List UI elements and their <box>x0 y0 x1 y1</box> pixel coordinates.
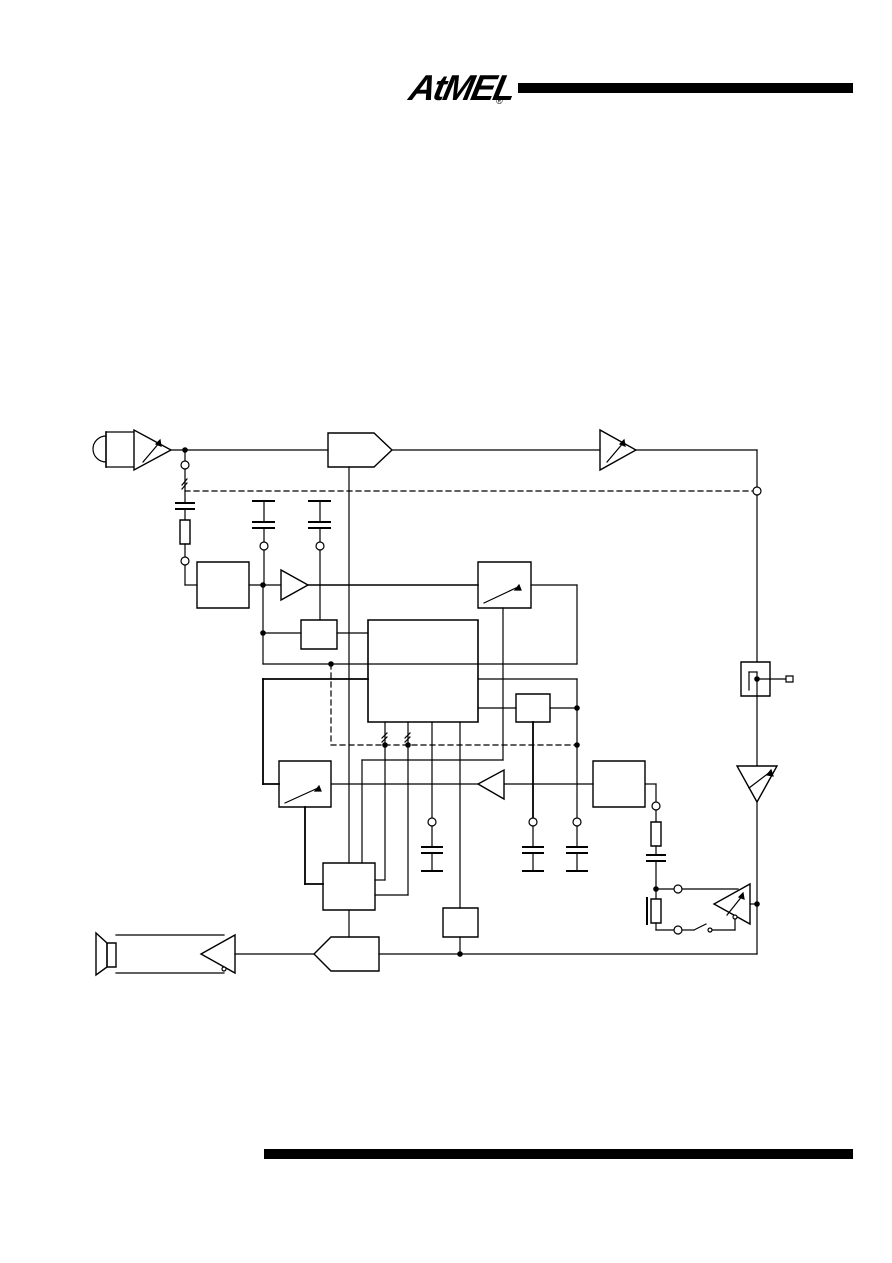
hook-switch <box>694 924 706 930</box>
supply-block <box>443 908 478 937</box>
earpiece-driver-amplifier <box>737 766 777 802</box>
microphone-icon <box>93 432 133 467</box>
control-block-small <box>301 620 337 649</box>
control-logic-block <box>368 620 478 722</box>
reference-block <box>516 694 550 722</box>
receive-amplifier <box>478 770 504 799</box>
loudspeaker-icon <box>96 933 224 975</box>
microphone-amplifier <box>134 430 171 470</box>
line-interface-amplifier <box>714 884 750 924</box>
transmit-amplifier <box>328 433 392 467</box>
dtmf-generator <box>323 863 375 910</box>
receive-output-pentagon <box>314 937 379 971</box>
footer-rule <box>264 1149 853 1159</box>
atmel-logo: AtMEL ® <box>406 67 519 112</box>
transmit-output-amplifier <box>600 430 636 470</box>
input-block <box>197 562 249 608</box>
registered-mark: ® <box>496 96 503 106</box>
receive-gain-block <box>279 761 331 807</box>
receive-input-block <box>593 761 645 807</box>
header-rule <box>518 83 853 93</box>
gain-block-upper <box>478 562 531 608</box>
earpiece-amplifier <box>201 935 235 973</box>
buffer-amplifier <box>281 570 308 600</box>
